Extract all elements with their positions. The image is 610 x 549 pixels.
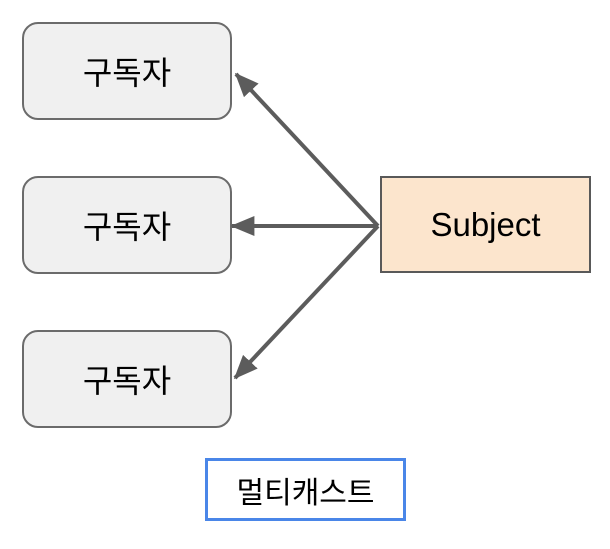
subscriber-box-2-label: 구독자: [82, 209, 172, 245]
multicast-caption-label: 멀티캐스트: [236, 476, 375, 510]
subscriber-box-3: 구독자: [22, 330, 232, 428]
subscriber-box-1-label: 구독자: [82, 55, 172, 91]
multicast-caption-box: 멀티캐스트: [205, 458, 406, 521]
subject-box: Subject: [380, 176, 591, 273]
subscriber-box-3-label: 구독자: [82, 363, 172, 399]
arrow-to-subscriber-3: [233, 224, 380, 380]
subject-box-label: Subject: [430, 205, 541, 243]
subscriber-box-2: 구독자: [22, 176, 232, 274]
subscriber-box-1: 구독자: [22, 22, 232, 120]
arrow-to-subscriber-1: [234, 72, 380, 228]
